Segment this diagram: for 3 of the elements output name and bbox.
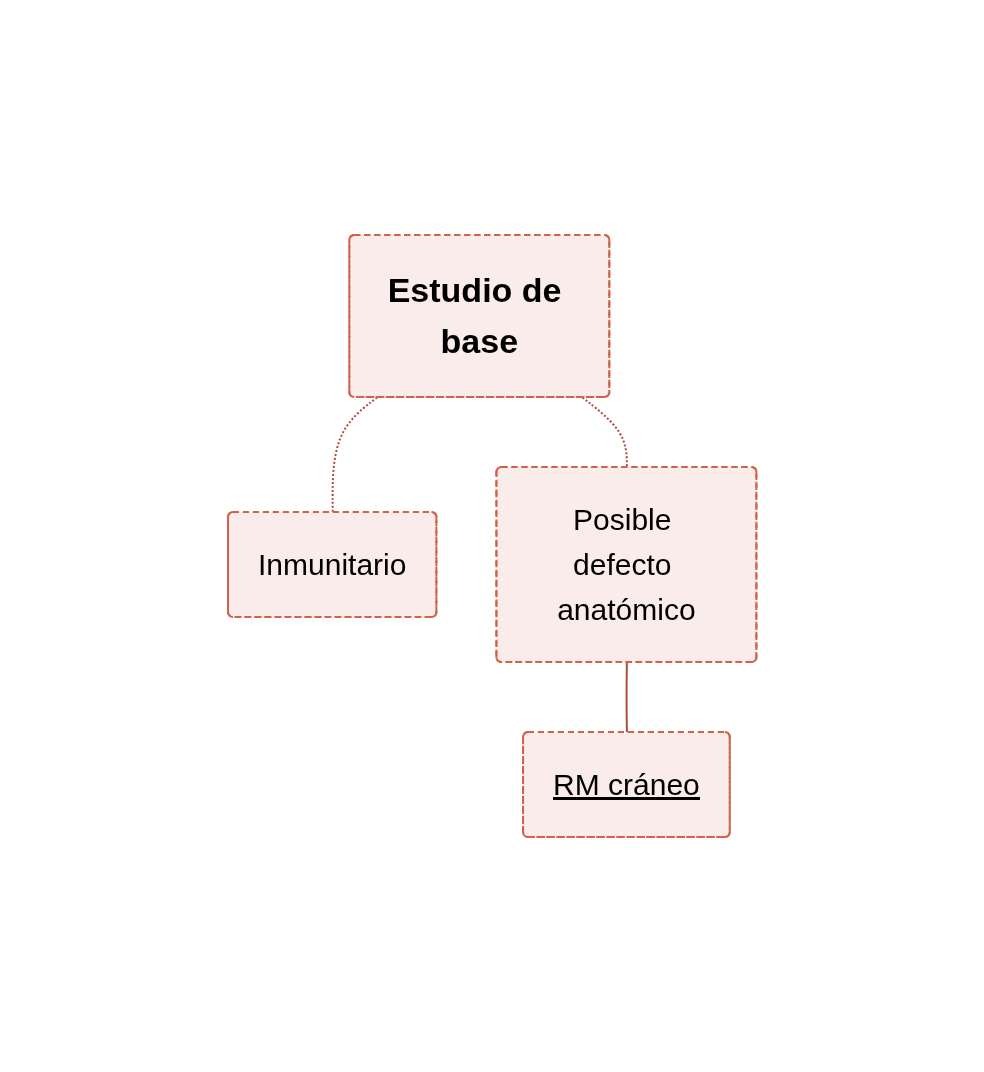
- connector: [331, 396, 378, 514]
- connector: [625, 661, 628, 734]
- connector: [581, 396, 628, 469]
